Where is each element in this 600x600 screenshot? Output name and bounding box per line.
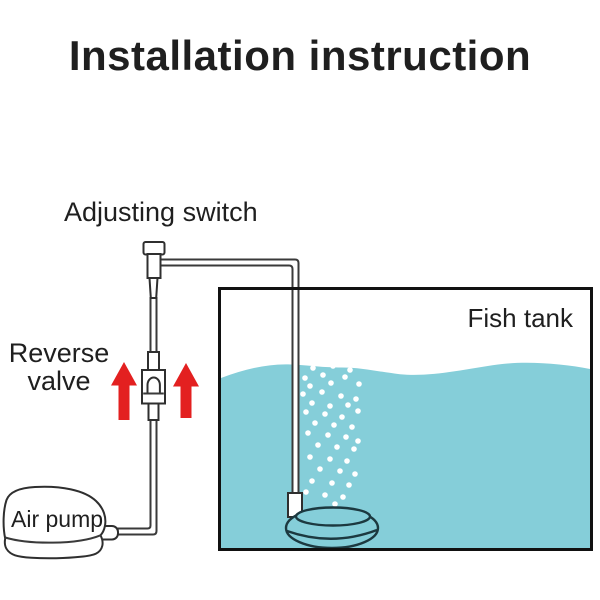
- bubble: [307, 383, 313, 389]
- bubble: [315, 442, 321, 448]
- bubble: [355, 408, 361, 414]
- label-air-pump: Air pump: [11, 506, 104, 532]
- bubble: [355, 438, 361, 444]
- bubble: [346, 482, 352, 488]
- bubble: [300, 391, 306, 397]
- flow-arrow-left: [111, 362, 137, 420]
- switch-body: [146, 253, 162, 279]
- bubble: [317, 466, 323, 472]
- reverse-valve-figure: [141, 351, 166, 421]
- bubble: [312, 420, 318, 426]
- label-fish-tank: Fish tank: [467, 303, 574, 333]
- bubble: [340, 494, 346, 500]
- switch-cap: [142, 241, 166, 256]
- air-stone: [284, 506, 380, 550]
- bubble: [338, 393, 344, 399]
- fish-tank-outline: [218, 287, 593, 551]
- pump-seam: [4, 534, 101, 544]
- page-title: Installation instruction: [68, 32, 532, 79]
- valve-lower-connector: [147, 402, 160, 421]
- valve-dome: [146, 376, 161, 395]
- bubble: [327, 403, 333, 409]
- bubble: [325, 432, 331, 438]
- bubble: [322, 492, 328, 498]
- bubble: [337, 468, 343, 474]
- bubble: [332, 501, 338, 507]
- bubble: [342, 374, 348, 380]
- bubble: [303, 409, 309, 415]
- bubble: [310, 365, 316, 371]
- bubble: [329, 480, 335, 486]
- bubble: [327, 456, 333, 462]
- bubble: [331, 422, 337, 428]
- bubble: [309, 400, 315, 406]
- bubble: [339, 414, 345, 420]
- label-reverse-valve-line2: valve: [27, 366, 91, 397]
- label-reverse-valve: Reverse valve: [6, 339, 112, 395]
- bubble: [345, 402, 351, 408]
- bubble: [307, 454, 313, 460]
- pump-valve-tube: [114, 297, 158, 536]
- bubble: [303, 489, 309, 495]
- bubble: [352, 471, 358, 477]
- bubble: [334, 444, 340, 450]
- bubble: [319, 389, 325, 395]
- air-pump-figure: [2, 485, 119, 560]
- bubble: [344, 458, 350, 464]
- switch-taper: [148, 277, 159, 299]
- bubble: [330, 363, 336, 369]
- bubble: [305, 430, 311, 436]
- tank-air-tube: [161, 258, 303, 518]
- tank-water: [221, 362, 590, 549]
- label-reverse-valve-line1: Reverse: [8, 338, 110, 368]
- label-adjusting-switch: Adjusting switch: [64, 197, 258, 227]
- bubble: [356, 381, 362, 387]
- bubble: [347, 367, 353, 373]
- bubble: [322, 411, 328, 417]
- valve-upper-connector: [147, 351, 160, 372]
- bubble: [353, 396, 359, 402]
- bubble: [320, 372, 326, 378]
- air-bubbles: [300, 363, 362, 507]
- bubble: [309, 478, 315, 484]
- bubble: [351, 446, 357, 452]
- adjusting-switch-figure: [142, 241, 166, 299]
- bubble: [302, 375, 308, 381]
- bubble: [349, 424, 355, 430]
- bubble: [343, 434, 349, 440]
- bubble: [328, 380, 334, 386]
- flow-arrow-right: [173, 363, 199, 418]
